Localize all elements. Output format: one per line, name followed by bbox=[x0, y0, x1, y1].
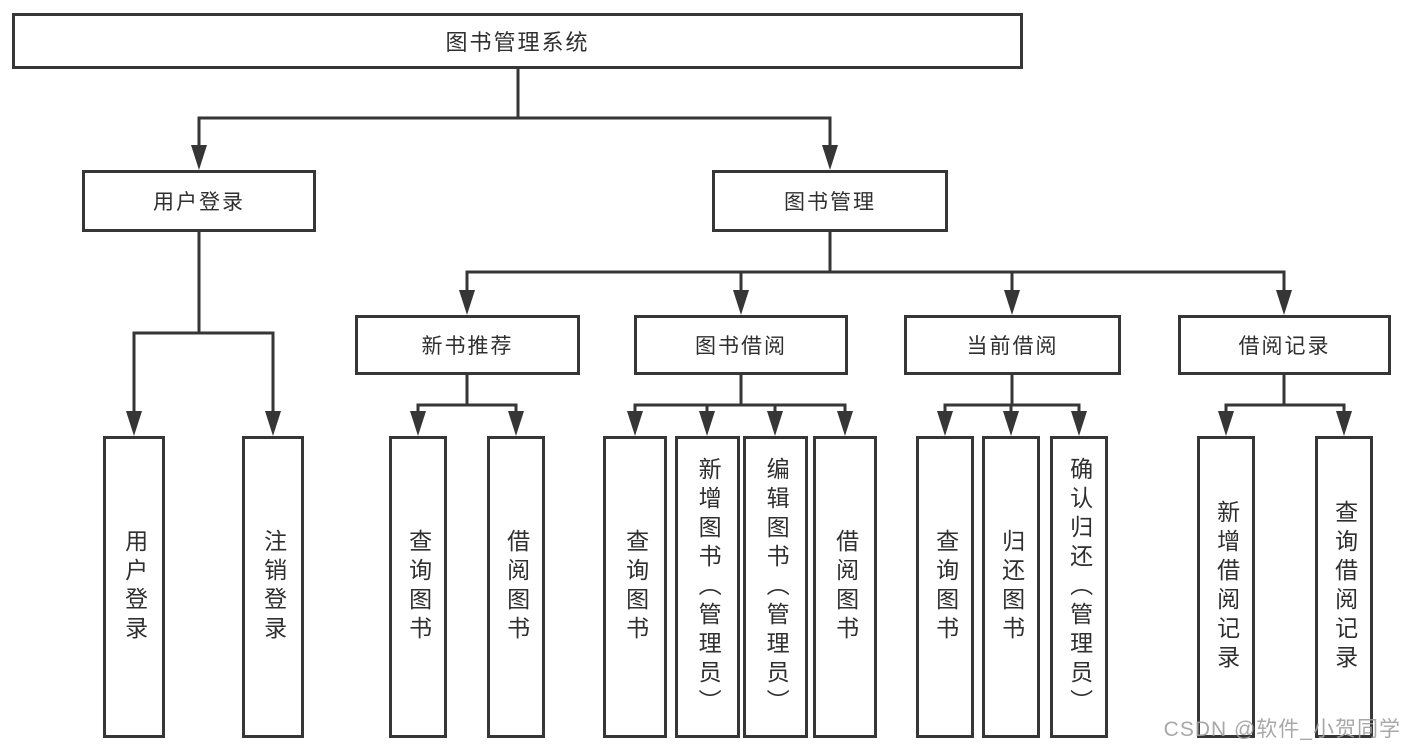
arrowhead-icon bbox=[1276, 290, 1292, 315]
node-borrowing-records: 借阅记录 bbox=[1178, 315, 1391, 375]
node-label: 新书推荐 bbox=[421, 335, 514, 358]
leaf-current-return-book: 归还图书 bbox=[982, 436, 1040, 738]
arrowhead-icon bbox=[733, 290, 749, 315]
node-label: 查询图书 bbox=[405, 529, 432, 645]
node-current-borrowing: 当前借阅 bbox=[904, 315, 1121, 375]
arrowhead-icon bbox=[937, 411, 953, 436]
node-book-management: 图书管理 bbox=[712, 170, 948, 232]
node-label: 新增借阅记录 bbox=[1213, 500, 1240, 674]
arrowhead-icon bbox=[1336, 411, 1352, 436]
node-label: 当前借阅 bbox=[966, 335, 1059, 358]
node-label: 图书管理系统 bbox=[445, 30, 590, 55]
node-label: 借阅记录 bbox=[1238, 335, 1331, 358]
csdn-watermark: CSDN @软件_小贺同学 bbox=[1163, 718, 1401, 741]
node-user-login: 用户登录 bbox=[82, 170, 316, 232]
arrowhead-icon bbox=[459, 290, 475, 315]
arrowhead-icon bbox=[699, 411, 715, 436]
arrowhead-icon bbox=[837, 411, 853, 436]
node-new-book-recommend: 新书推荐 bbox=[355, 315, 580, 375]
arrowhead-icon bbox=[1071, 411, 1087, 436]
leaf-recommend-query-book: 查询图书 bbox=[389, 436, 447, 738]
node-label: 确认归还（管理员） bbox=[1066, 456, 1093, 718]
node-label: 借阅图书 bbox=[832, 529, 859, 645]
leaf-borrow-query-book: 查询图书 bbox=[603, 436, 667, 738]
node-label: 用户登录 bbox=[121, 529, 148, 645]
arrowhead-icon bbox=[627, 411, 643, 436]
arrowhead-icon bbox=[265, 411, 281, 436]
arrowhead-icon bbox=[767, 411, 783, 436]
leaf-current-confirm-return-admin: 确认归还（管理员） bbox=[1050, 436, 1108, 738]
leaf-borrow-borrow-book: 借阅图书 bbox=[813, 436, 877, 738]
arrowhead-icon bbox=[1004, 290, 1020, 315]
arrowhead-icon bbox=[822, 145, 838, 170]
arrowhead-icon bbox=[410, 411, 426, 436]
arrowhead-icon bbox=[126, 411, 142, 436]
node-label: 注销登录 bbox=[260, 529, 287, 645]
arrowhead-icon bbox=[1218, 411, 1234, 436]
node-label: 编辑图书（管理员） bbox=[763, 456, 790, 718]
leaf-records-query-record: 查询借阅记录 bbox=[1315, 436, 1373, 738]
arrowhead-icon bbox=[508, 411, 524, 436]
node-library-management-system: 图书管理系统 bbox=[12, 13, 1023, 69]
leaf-borrow-edit-book-admin: 编辑图书（管理员） bbox=[743, 436, 808, 738]
node-label: 借阅图书 bbox=[503, 529, 530, 645]
leaf-records-add-record: 新增借阅记录 bbox=[1197, 436, 1255, 738]
leaf-logout: 注销登录 bbox=[242, 436, 304, 738]
node-label: 查询借阅记录 bbox=[1331, 500, 1358, 674]
node-label: 查询图书 bbox=[622, 529, 649, 645]
node-label: 用户登录 bbox=[153, 191, 245, 214]
arrowhead-icon bbox=[1003, 411, 1019, 436]
node-label: 查询图书 bbox=[932, 529, 959, 645]
node-label: 图书借阅 bbox=[695, 335, 787, 358]
leaf-current-query-book: 查询图书 bbox=[916, 436, 974, 738]
node-label: 新增图书（管理员） bbox=[695, 456, 722, 718]
leaf-recommend-borrow-book: 借阅图书 bbox=[487, 436, 545, 738]
node-book-borrowing: 图书借阅 bbox=[634, 315, 848, 375]
leaf-user-login: 用户登录 bbox=[103, 436, 165, 738]
arrowhead-icon bbox=[191, 145, 207, 170]
node-label: 图书管理 bbox=[784, 191, 876, 214]
node-label: 归还图书 bbox=[998, 529, 1025, 645]
leaf-borrow-add-book-admin: 新增图书（管理员） bbox=[675, 436, 740, 738]
